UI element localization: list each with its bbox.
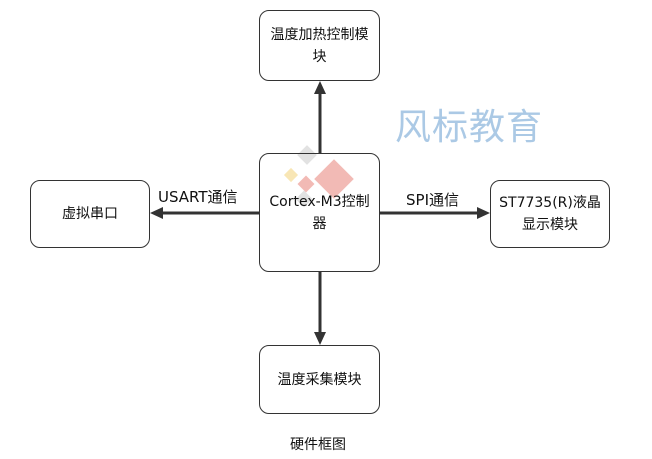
arrowhead-right [477,207,490,219]
virtual-serial-node: 虚拟串口 [30,180,150,248]
watermark-text: 风标教育 [395,107,544,148]
controller-node: Cortex-M3控制器 [259,153,380,272]
lcd-module-node: ST7735(R)液晶显示模块 [490,180,610,248]
sensor-module-label: 温度采集模块 [277,371,362,388]
sensor-module-node: 温度采集模块 [259,345,380,414]
heater-module-label: 温度加热控制模块 [270,26,369,65]
spi-edge-label: SPI通信 [406,191,459,209]
controller-label: Cortex-M3控制器 [269,193,370,232]
watermark-logo-mark [283,145,354,208]
usart-edge-label: USART通信 [158,188,238,206]
lcd-module-label: ST7735(R)液晶显示模块 [499,195,601,233]
diagram-caption: 硬件框图 [290,437,346,453]
arrowhead-up [314,81,326,94]
heater-module-node: 温度加热控制模块 [259,10,380,81]
arrowhead-down [314,332,326,345]
arrowhead-left [150,207,163,219]
virtual-serial-label: 虚拟串口 [62,206,118,222]
